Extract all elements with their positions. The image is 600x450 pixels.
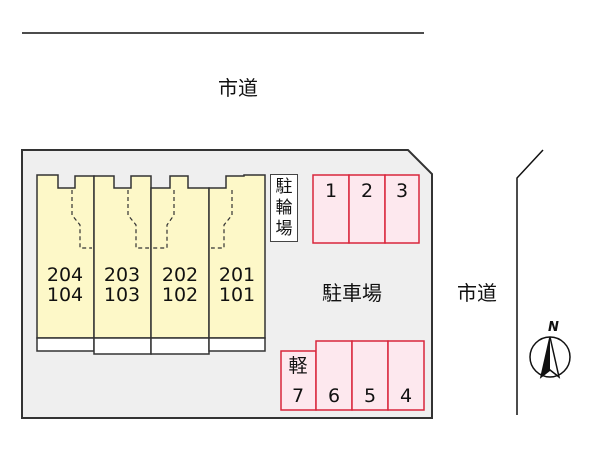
parking-slot-number: 7 [291, 385, 305, 407]
unit-number-upper: 202 [161, 264, 199, 286]
bike-parking: 駐 輪 場 [270, 174, 298, 242]
parking-slot-number: 3 [395, 180, 409, 202]
parking-slot-2 [348, 174, 386, 244]
unit-number-lower: 102 [161, 284, 199, 306]
stair-line-203 [127, 190, 149, 249]
compass-icon [529, 336, 571, 379]
balcony-203 [93, 337, 152, 355]
parking-slot-number: 5 [363, 385, 377, 407]
parking-slot-1 [312, 174, 350, 244]
unit-number-upper: 203 [103, 264, 141, 286]
compass-north-label: N [548, 320, 559, 335]
building-block [36, 174, 266, 355]
parking-slot-number: 1 [324, 180, 338, 202]
parking-slot-6 [315, 340, 353, 411]
kei-slot-label: 軽 [288, 355, 308, 377]
road-label-right: 市道 [457, 281, 497, 305]
unit-number-upper: 204 [46, 264, 84, 286]
bike-parking-char: 場 [275, 219, 293, 239]
parking-slot-number: 2 [360, 180, 374, 202]
balcony-202 [150, 337, 210, 355]
parking-slot-4 [387, 340, 425, 411]
bike-parking-char: 駐 [275, 177, 293, 197]
balcony-204 [36, 337, 95, 352]
stair-line-204 [71, 190, 92, 249]
parking-slot-number: 6 [327, 385, 341, 407]
balcony-201 [208, 337, 266, 352]
unit-203-103 [93, 175, 152, 339]
parking-bottom-row [280, 340, 425, 411]
parking-slot-5 [351, 340, 389, 411]
parking-lot-label: 駐車場 [322, 281, 382, 305]
unit-202-102 [150, 175, 210, 339]
unit-number-lower: 101 [218, 284, 256, 306]
unit-number-lower: 103 [103, 284, 141, 306]
unit-number-upper: 201 [218, 264, 256, 286]
road-label-top: 市道 [218, 76, 258, 100]
parking-slot-3 [384, 174, 420, 244]
stair-line-202 [153, 190, 175, 249]
parking-top-row [312, 174, 420, 244]
stair-line-201 [211, 190, 233, 249]
bike-parking-char: 輪 [275, 198, 293, 218]
unit-201-101 [208, 174, 266, 339]
unit-204-104 [36, 174, 95, 339]
parking-slot-number: 4 [399, 385, 413, 407]
road-right-edge [516, 149, 544, 415]
unit-number-lower: 104 [46, 284, 84, 306]
